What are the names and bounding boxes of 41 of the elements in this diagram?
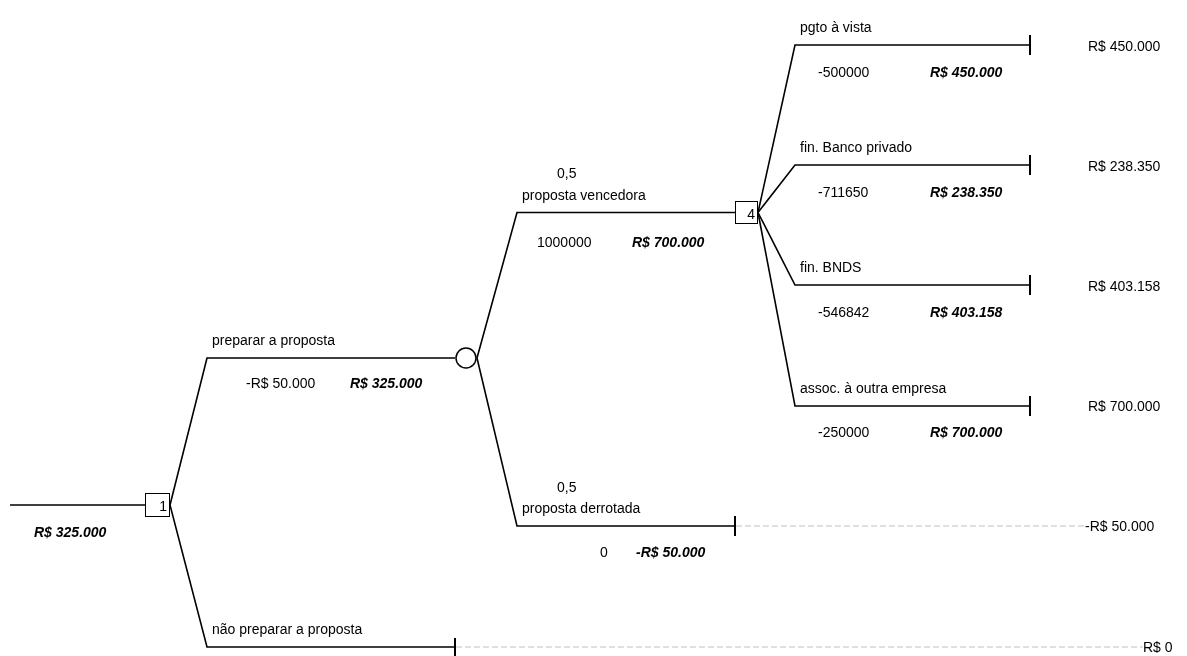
chance-node <box>455 347 477 369</box>
decision-node: 1 <box>145 493 170 517</box>
branch-value: 0,5 <box>557 478 577 496</box>
expected-value: R$ 238.350 <box>930 183 1003 201</box>
branch-value: 0 <box>600 543 608 561</box>
payoff-value: -R$ 50.000 <box>1085 517 1183 535</box>
edge-label: proposta derrotada <box>522 499 641 517</box>
branch-value: -250000 <box>818 423 870 441</box>
branch-line <box>169 504 455 648</box>
payoff-value: R$ 0 <box>1143 638 1183 656</box>
branch-line <box>757 211 1030 286</box>
branch-line <box>476 211 736 359</box>
branch-value: 0,5 <box>557 164 577 182</box>
expected-value: R$ 325.000 <box>34 523 107 541</box>
expected-value: R$ 403.158 <box>930 303 1003 321</box>
edge-label: não preparar a proposta <box>212 620 363 638</box>
expected-value: R$ 450.000 <box>930 63 1003 81</box>
expected-value: R$ 700.000 <box>930 423 1003 441</box>
expected-value: -R$ 50.000 <box>636 543 706 561</box>
payoff-value: R$ 403.158 <box>1088 277 1183 295</box>
branch-line <box>169 357 456 506</box>
branch-line <box>757 164 1030 214</box>
branch-value: -711650 <box>818 183 869 201</box>
branch-line <box>9 504 146 506</box>
branch-value: -546842 <box>818 303 870 321</box>
expected-value: R$ 700.000 <box>632 233 705 251</box>
branch-value: -R$ 50.000 <box>246 374 316 392</box>
branch-value: -500000 <box>818 63 870 81</box>
decision-node: 4 <box>735 201 758 224</box>
payoff-value: R$ 450.000 <box>1088 37 1183 55</box>
edge-label: assoc. à outra empresa <box>800 379 947 397</box>
dashed-line <box>455 646 1144 648</box>
edge-label: fin. Banco privado <box>800 138 913 156</box>
edge-label: pgto à vista <box>800 18 872 36</box>
branch-value: 1000000 <box>537 233 592 251</box>
branch-line <box>476 357 735 527</box>
dashed-line <box>735 525 1086 527</box>
expected-value: R$ 325.000 <box>350 374 423 392</box>
payoff-value: R$ 238.350 <box>1088 157 1183 175</box>
branch-line <box>757 211 1030 407</box>
payoff-value: R$ 700.000 <box>1088 397 1183 415</box>
